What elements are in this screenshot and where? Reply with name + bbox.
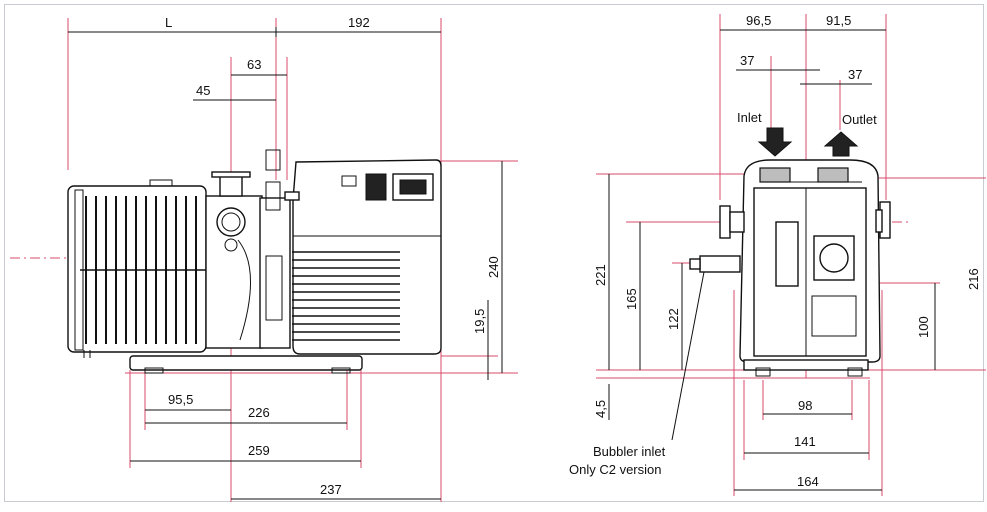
dim-91-5: 91,5 (826, 13, 851, 28)
dim-122: 122 (666, 308, 681, 330)
dim-216: 216 (966, 268, 981, 290)
dim-259: 259 (248, 443, 270, 458)
dim-192: 192 (348, 15, 370, 30)
pump-side-view (67, 149, 442, 374)
dim-4-5: 4,5 (593, 400, 608, 418)
dim-237: 237 (320, 482, 342, 497)
dim-L: L (165, 15, 172, 30)
dim-45: 45 (196, 83, 210, 98)
dim-164: 164 (797, 474, 819, 489)
dim-96-5: 96,5 (746, 13, 771, 28)
right-view: 96,5 91,5 37 37 221 165 122 4,5 216 100 … (569, 13, 986, 496)
pump-front-view (689, 159, 891, 377)
arrow-down-icon (757, 127, 793, 157)
dim-240: 240 (486, 256, 501, 278)
dim-165: 165 (624, 288, 639, 310)
dim-63: 63 (247, 57, 261, 72)
dim-19-5: 19,5 (472, 309, 487, 334)
left-view: L 192 63 45 240 19,5 95,5 226 259 237 (10, 15, 518, 502)
bubbler-label-line1: Bubbler inlet (593, 444, 666, 459)
dim-37-b: 37 (848, 67, 862, 82)
inlet-label: Inlet (737, 110, 762, 125)
dim-100: 100 (916, 316, 931, 338)
arrow-up-icon (823, 131, 859, 157)
dim-221: 221 (593, 264, 608, 286)
frame-border (4, 4, 984, 502)
dim-98: 98 (798, 398, 812, 413)
dim-37-a: 37 (740, 53, 754, 68)
dim-95-5: 95,5 (168, 392, 193, 407)
outlet-label: Outlet (842, 112, 877, 127)
bubbler-label-line2: Only C2 version (569, 462, 661, 477)
dim-141: 141 (794, 434, 816, 449)
dim-226: 226 (248, 405, 270, 420)
